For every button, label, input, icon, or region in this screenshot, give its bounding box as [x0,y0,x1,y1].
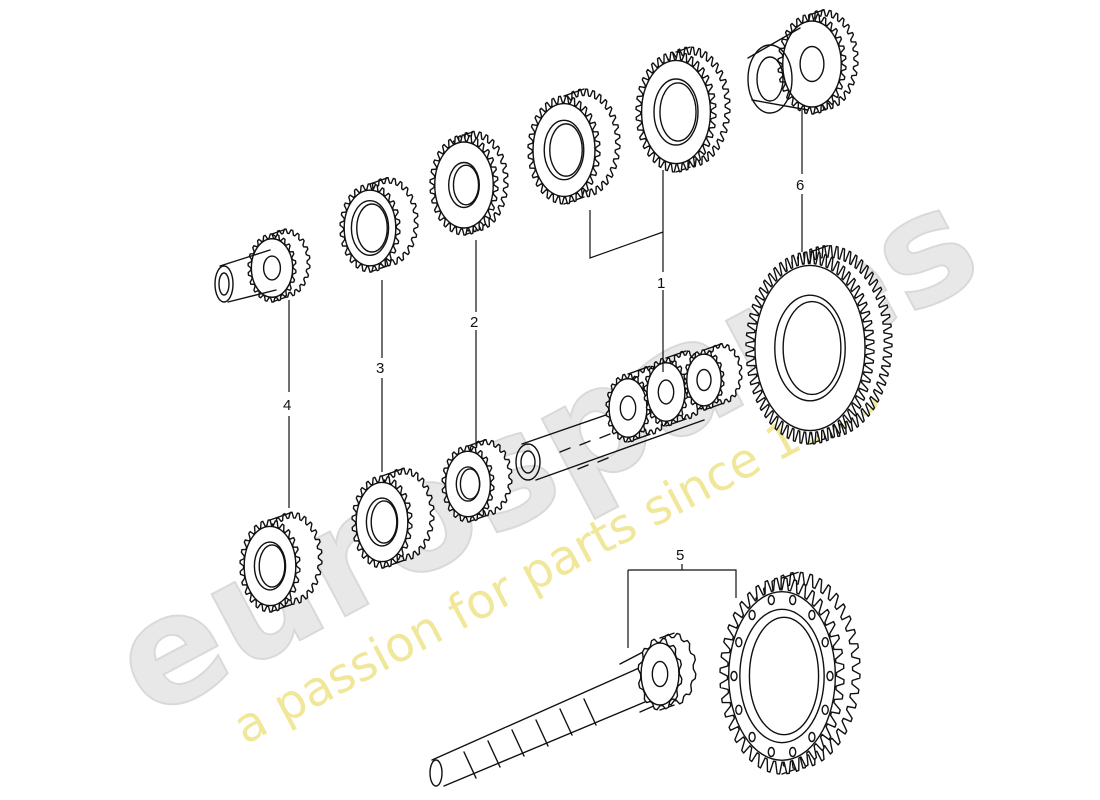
gear-3-bottom [351,467,435,569]
bolt-hole [789,746,797,758]
bolt-hole [767,746,775,758]
bolt-hole [735,704,743,715]
bolt-hole [821,637,829,648]
callouts: 4 3 2 1 6 5 [283,177,804,564]
gear-1b-top [635,46,731,173]
callout-4[interactable]: 4 [283,397,291,414]
bolt-hole [821,704,829,715]
large-gear-6 [745,245,893,445]
bolt-hole [826,670,834,682]
gear-3-top [339,177,419,273]
watermark: eurospares a passion for parts since 198… [84,152,1005,756]
callout-3[interactable]: 3 [376,360,384,377]
gear-4-bottom [239,511,323,613]
gear-4-top [214,228,311,303]
leader-lines [288,110,803,648]
bolt-hole [748,731,756,743]
gear-2-top [429,130,509,236]
gear-6-top [747,9,859,115]
bolt-hole [808,731,816,743]
bolt-hole [808,609,816,621]
shaft-gear-3 [683,343,743,411]
callout-5[interactable]: 5 [676,547,684,564]
callout-6[interactable]: 6 [796,177,804,194]
gear-1a-top [527,88,621,205]
bolt-hole [789,594,797,606]
ring-gear [719,571,861,775]
bolt-hole [748,609,756,621]
bolt-hole [735,637,743,648]
gear-2-bottom [441,439,513,523]
pinion-gear [637,632,697,711]
bolt-hole [767,594,775,606]
ring-gear-bolt-holes [730,594,834,758]
bolt-hole [730,670,738,682]
callout-2[interactable]: 2 [470,314,478,331]
watermark-brand: eurospares [85,153,1004,752]
callout-1[interactable]: 1 [657,275,665,292]
